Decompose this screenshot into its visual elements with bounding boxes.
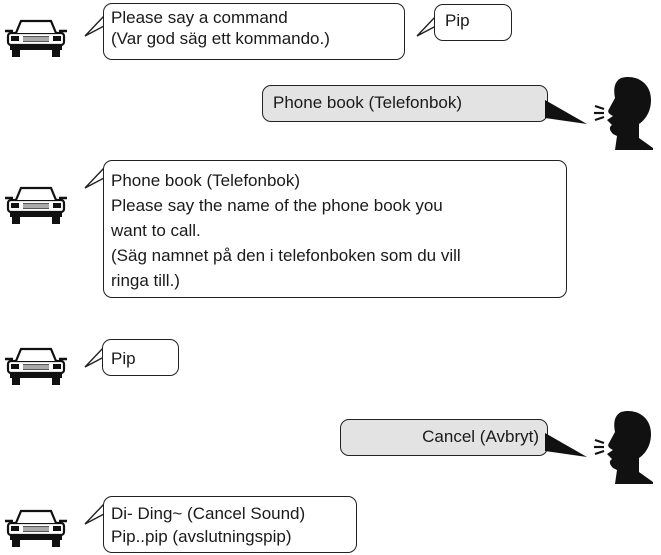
user-speech-text: Phone book (Telefonbok)	[273, 93, 463, 112]
bubble-tail	[84, 503, 105, 525]
phonebook-instruction: Please say the name of the phone book yo…	[111, 196, 443, 215]
system-prompt-bubble: Please say a command (Var god säg ett ko…	[103, 3, 405, 60]
bubble-tail	[545, 433, 587, 457]
bubble-tail	[84, 167, 105, 189]
speaking-head-icon	[593, 75, 655, 150]
phonebook-translation: (Säg namnet på den i telefonboken som du…	[111, 246, 461, 265]
user-speech-bubble: Cancel (Avbryt)	[340, 419, 548, 456]
beep-text: Pip	[111, 349, 136, 368]
prompt-text: Please say a command	[111, 8, 288, 27]
car-icon	[4, 509, 68, 548]
user-speech-text: Cancel (Avbryt)	[422, 427, 539, 446]
car-icon	[4, 347, 68, 386]
beep-bubble: Pip	[434, 4, 512, 41]
phonebook-instruction-cont: want to call.	[111, 221, 201, 240]
prompt-translation: (Var god säg ett kommando.)	[111, 29, 330, 48]
bubble-tail	[84, 346, 105, 368]
speaking-head-icon	[593, 409, 655, 484]
cancel-sound-bubble: Di- Ding~ (Cancel Sound) Pip..pip (avslu…	[103, 496, 357, 553]
car-icon	[4, 19, 68, 58]
beep-text: Pip	[445, 11, 470, 30]
user-speech-bubble: Phone book (Telefonbok)	[262, 85, 548, 122]
bubble-tail	[545, 100, 587, 124]
phonebook-heading: Phone book (Telefonbok)	[111, 171, 301, 190]
bubble-tail	[416, 15, 437, 37]
system-phonebook-bubble: Phone book (Telefonbok) Please say the n…	[103, 160, 567, 298]
car-icon	[4, 186, 68, 225]
cancel-sound-translation: Pip..pip (avslutningspip)	[111, 527, 292, 546]
cancel-sound-text: Di- Ding~ (Cancel Sound)	[111, 504, 306, 523]
bubble-tail	[84, 15, 105, 37]
phonebook-translation-cont: ringa till.)	[111, 271, 180, 290]
beep-bubble: Pip	[102, 339, 179, 376]
